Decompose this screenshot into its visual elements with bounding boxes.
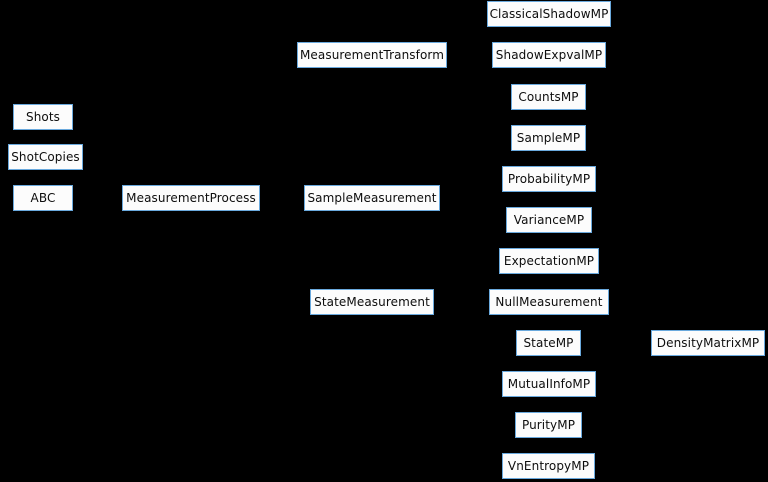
class-node-label: StateMeasurement	[314, 295, 430, 309]
class-node-classical-shadow-mp[interactable]: ClassicalShadowMP	[487, 1, 611, 27]
class-node-purity-mp[interactable]: PurityMP	[515, 412, 582, 438]
edge-sample-measurement-to-probability-mp	[440, 178, 502, 199]
class-node-label: Shots	[25, 110, 61, 124]
class-node-mutual-info-mp[interactable]: MutualInfoMP	[502, 371, 596, 397]
class-node-label: SampleMeasurement	[307, 191, 437, 205]
class-node-variance-mp[interactable]: VarianceMP	[506, 207, 592, 233]
class-node-density-matrix-mp[interactable]: DensityMatrixMP	[651, 330, 765, 356]
class-node-vn-entropy-mp[interactable]: VnEntropyMP	[502, 453, 595, 479]
class-node-label: NullMeasurement	[495, 295, 603, 309]
class-node-label: MeasurementTransform	[299, 48, 445, 62]
class-node-label: MutualInfoMP	[507, 377, 591, 391]
edge-state-measurement-to-purity-mp	[434, 301, 515, 426]
class-node-sample-measurement[interactable]: SampleMeasurement	[304, 185, 440, 211]
edge-sample-measurement-to-variance-mp	[440, 197, 506, 221]
edge-sample-measurement-to-expectation-mp	[440, 197, 499, 262]
class-node-label: ProbabilityMP	[507, 172, 591, 186]
class-node-label: DensityMatrixMP	[656, 336, 760, 350]
class-node-state-measurement[interactable]: StateMeasurement	[310, 289, 434, 315]
class-node-label: MeasurementProcess	[126, 191, 256, 205]
class-node-label: ClassicalShadowMP	[489, 7, 609, 21]
class-node-expectation-mp[interactable]: ExpectationMP	[499, 248, 599, 274]
edge-measurement-process-to-state-measurement	[260, 197, 310, 303]
class-node-label: CountsMP	[518, 90, 579, 104]
class-node-label: StateMP	[523, 336, 574, 350]
class-node-measurement-process[interactable]: MeasurementProcess	[122, 185, 260, 211]
class-node-label: SampleMP	[516, 131, 581, 145]
class-node-label: ShotCopies	[11, 150, 80, 164]
class-node-counts-mp[interactable]: CountsMP	[511, 84, 586, 110]
class-node-shot-copies[interactable]: ShotCopies	[8, 144, 83, 170]
class-node-measurement-transform[interactable]: MeasurementTransform	[297, 42, 447, 68]
class-node-shadow-expval-mp[interactable]: ShadowExpvalMP	[492, 42, 606, 68]
class-node-label: ShadowExpvalMP	[495, 48, 603, 62]
edge-measurement-process-to-measurement-transform	[260, 54, 297, 199]
class-node-label: VnEntropyMP	[507, 459, 590, 473]
edge-state-measurement-to-vn-entropy-mp	[434, 301, 502, 467]
edge-sample-measurement-to-counts-mp	[440, 96, 511, 199]
edge-sample-measurement-to-sample-mp	[440, 137, 511, 199]
class-node-label: VarianceMP	[513, 213, 585, 227]
class-node-shots[interactable]: Shots	[13, 104, 73, 130]
class-node-probability-mp[interactable]: ProbabilityMP	[502, 166, 596, 192]
class-node-abc[interactable]: ABC	[13, 185, 73, 211]
class-node-state-mp[interactable]: StateMP	[516, 330, 581, 356]
class-node-label: ExpectationMP	[503, 254, 595, 268]
class-node-sample-mp[interactable]: SampleMP	[511, 125, 586, 151]
class-node-label: ABC	[30, 191, 56, 205]
class-node-null-measurement[interactable]: NullMeasurement	[489, 289, 609, 315]
edge-measurement-transform-to-classical-shadow-mp	[447, 13, 487, 56]
class-node-label: PurityMP	[521, 418, 576, 432]
